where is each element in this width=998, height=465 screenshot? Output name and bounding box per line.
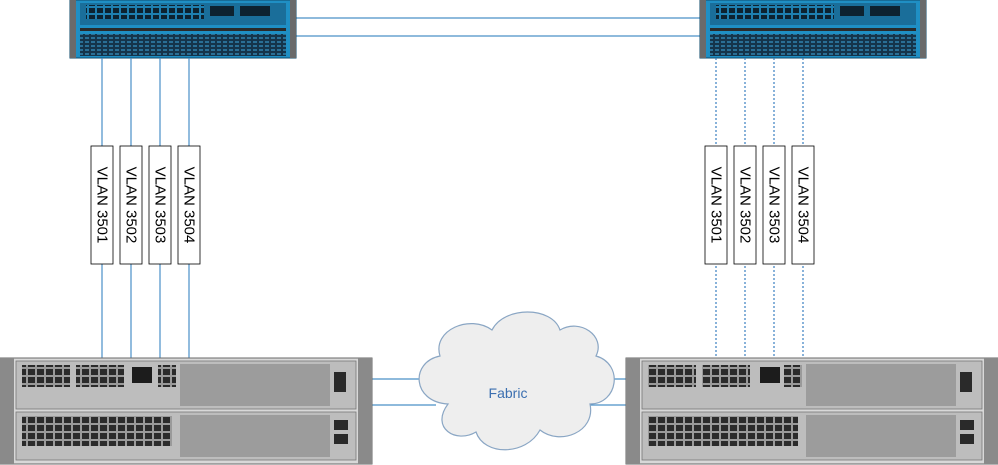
fabric-label: Fabric [489, 385, 528, 401]
fabric-cloud: Fabric [418, 311, 615, 451]
vlan-label-right-1: VLAN 3501 [704, 145, 728, 265]
left-firewall [69, 0, 297, 59]
vlan-label-text: VLAN 3504 [181, 167, 198, 244]
right-switch [625, 357, 998, 465]
right-vlan-labels: VLAN 3501 VLAN 3502 VLAN 3503 VLAN 3504 [704, 145, 815, 265]
vlan-label-left-3: VLAN 3503 [148, 145, 172, 265]
left-switch [0, 357, 373, 465]
vlan-label-text: VLAN 3503 [766, 167, 783, 244]
vlan-label-text: VLAN 3502 [123, 167, 140, 244]
left-vlan-labels: VLAN 3501 VLAN 3502 VLAN 3503 VLAN 3504 [90, 145, 201, 265]
right-vlan-links [715, 58, 804, 358]
vlan-label-left-2: VLAN 3502 [119, 145, 143, 265]
right-firewall [699, 0, 927, 59]
vlan-label-left-1: VLAN 3501 [90, 145, 114, 265]
vlan-label-text: VLAN 3501 [94, 167, 111, 244]
vlan-label-right-2: VLAN 3502 [733, 145, 757, 265]
vlan-label-right-4: VLAN 3504 [791, 145, 815, 265]
vlan-label-text: VLAN 3501 [708, 167, 725, 244]
left-vlan-links [101, 58, 190, 358]
vlan-label-left-4: VLAN 3504 [177, 145, 201, 265]
firewall-interconnect-links [296, 17, 700, 37]
vlan-label-right-3: VLAN 3503 [762, 145, 786, 265]
vlan-label-text: VLAN 3503 [152, 167, 169, 244]
vlan-label-text: VLAN 3502 [737, 167, 754, 244]
vlan-label-text: VLAN 3504 [795, 167, 812, 244]
